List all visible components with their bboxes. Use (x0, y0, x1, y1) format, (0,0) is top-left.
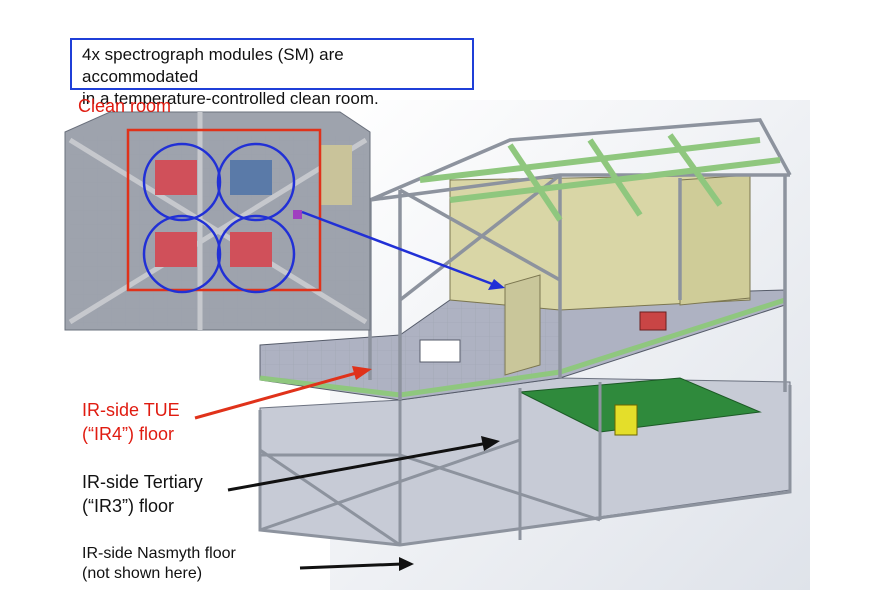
red-equipment (639, 311, 667, 331)
clean-room-inset (64, 111, 371, 331)
nasmyth-arrow (299, 562, 403, 570)
ir3-arrow (227, 441, 489, 492)
nasmyth-label-line-2: (not shown here) (82, 565, 203, 582)
yellow-equipment (614, 404, 638, 436)
green-platform (518, 377, 762, 433)
inset-marker (293, 210, 302, 219)
sm-2 (216, 142, 296, 222)
spectrograph-modules (142, 142, 296, 294)
sm-4 (216, 214, 296, 294)
sm-1 (142, 142, 222, 222)
ir4-label-line-2: (“IR4”) floor (82, 424, 175, 444)
clean-room-boundary (126, 128, 322, 292)
ir4-floor-label: IR-side TUE (“IR4”) floor (82, 398, 180, 446)
inset-panel (320, 145, 352, 205)
callout-line-1: 4x spectrograph modules (SM) are accommo… (82, 45, 344, 86)
blue-arrow (301, 210, 496, 287)
nasmyth-label-line-1: IR-side Nasmyth floor (82, 545, 236, 562)
ir4-floor-grid (262, 300, 560, 397)
ir3-label-line-2: (“IR3”) floor (82, 496, 175, 516)
ir3-floor-label: IR-side Tertiary (“IR3”) floor (82, 470, 203, 518)
sm-3 (142, 214, 222, 294)
roof-beams (419, 133, 781, 222)
callout-line-2: in a temperature-controlled clean room. (82, 89, 379, 108)
spectrograph-callout: 4x spectrograph modules (SM) are accommo… (70, 38, 474, 108)
clean-room-door (504, 274, 541, 376)
clean-room-label: Clean room (78, 96, 172, 116)
ir4-label-line-1: IR-side TUE (82, 400, 180, 420)
lower-frame (258, 382, 792, 547)
arrows (194, 210, 505, 571)
ir4-floor-edge (259, 297, 786, 398)
nasmyth-floor-label: IR-side Nasmyth floor (not shown here) (82, 544, 236, 584)
floor-opening (419, 339, 461, 363)
red-arrow (194, 370, 361, 420)
ir3-label-line-1: IR-side Tertiary (82, 472, 203, 492)
